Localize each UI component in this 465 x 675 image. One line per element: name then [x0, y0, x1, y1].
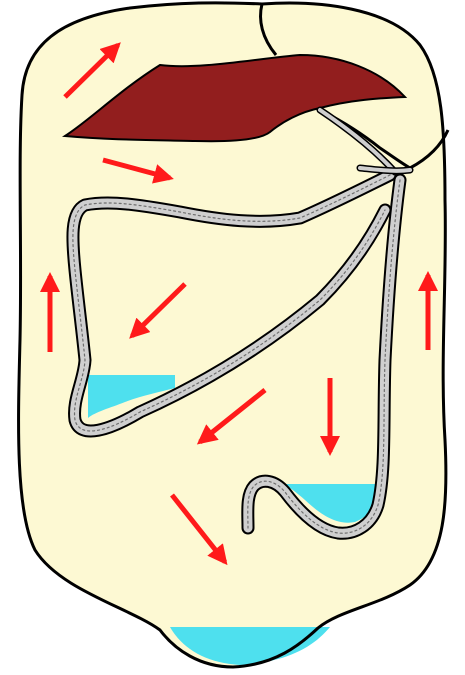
abdominal-fluid-flow-diagram	[0, 0, 465, 675]
